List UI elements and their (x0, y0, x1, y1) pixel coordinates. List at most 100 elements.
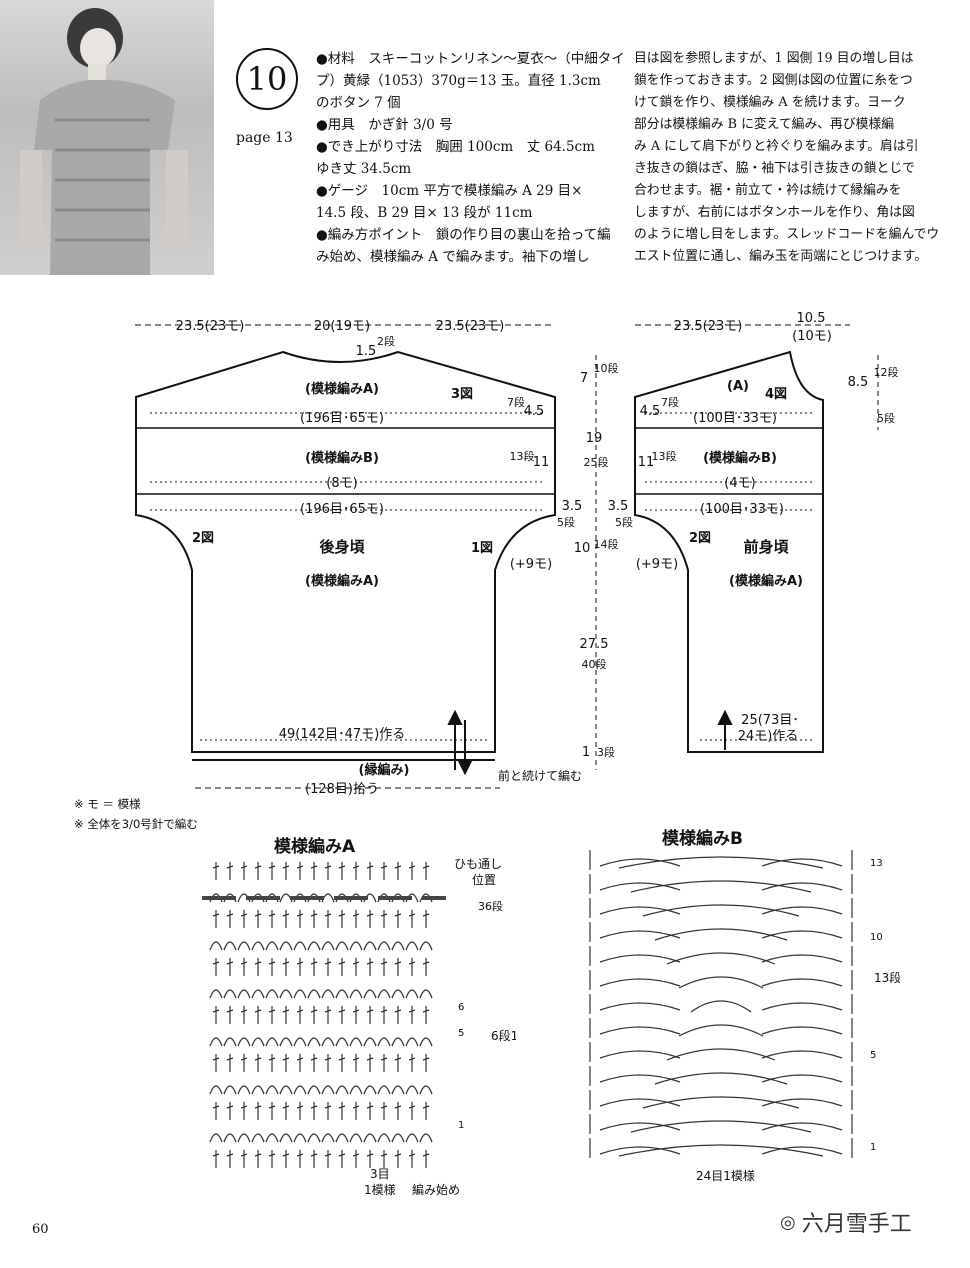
text-line: ●材料 スキーコットンリネン～夏衣～（中細タイ (316, 51, 625, 67)
back-yoke-b-rows: 13段 (510, 449, 535, 463)
stitch-symbol (310, 1150, 318, 1168)
stitch-symbol (212, 1150, 220, 1168)
chart-b-repeat-rows: 13段1模様 (874, 970, 900, 985)
back-title: 後身頃 (318, 538, 365, 556)
dim-27-5-rows: 40段 (582, 657, 607, 671)
back-fig3: 3図 (451, 387, 473, 402)
text-line: 鎖を作っておきます。2 図側は図の位置に糸をつ (634, 73, 913, 88)
stitch-symbol (394, 910, 402, 928)
stitch-symbol (419, 1037, 433, 1047)
stitch-symbol (338, 1006, 346, 1024)
text-line: プ）黄緑（1053）370g＝13 玉。直径 1.3cm (316, 73, 601, 89)
stitch-symbol (408, 1150, 416, 1168)
dim-27-5: 27.5 (580, 637, 609, 652)
stitch-symbol (296, 862, 304, 880)
stitch-symbol (394, 1102, 402, 1120)
stitch-symbol (335, 1037, 349, 1047)
stitch-symbol (349, 1133, 363, 1143)
stitch-symbol (209, 1085, 223, 1095)
stitch-symbol (223, 1085, 237, 1095)
dim-3-5: 3.5 (562, 499, 583, 514)
stitch-symbol (599, 1074, 843, 1083)
dim-3-5-rows: 5段 (557, 515, 575, 529)
stitch-symbol (352, 1102, 360, 1120)
stitch-symbol (307, 1133, 321, 1143)
stitch-symbol (589, 1138, 853, 1158)
stitch-symbol (268, 862, 276, 880)
stitch-symbol (240, 958, 248, 976)
front-pattern-a: (A) (727, 379, 749, 394)
front-four-mo: (4モ) (724, 476, 755, 491)
stitch-symbol (307, 941, 321, 951)
stitch-symbol (265, 989, 279, 999)
front-title: 前身頃 (743, 538, 789, 556)
stitch-symbol (599, 1026, 843, 1035)
stitch-symbol (405, 941, 419, 951)
back-shoulder-cm: 4.5 (524, 404, 545, 419)
text-line: 合わせます。裾・前立て・衿は続けて縁編みを (634, 183, 902, 198)
text-line: ●編み方ポイント 鎖の作り目の裏山を拾って編 (316, 227, 611, 243)
stitch-symbol (391, 989, 405, 999)
stitch-symbol (310, 862, 318, 880)
stitch-symbol (391, 1037, 405, 1047)
stitch-symbol (599, 954, 843, 963)
note-2: ※ 全体を3/0号針で編む (74, 817, 198, 831)
stitch-symbol (282, 1054, 290, 1072)
stitch-symbol (212, 958, 220, 976)
stitch-symbol (226, 1150, 234, 1168)
dim-1: 1 (582, 745, 590, 760)
stitch-symbol (419, 1133, 433, 1143)
front-top-right-mo: (10モ) (792, 329, 832, 344)
stitch-symbol (296, 958, 304, 976)
back-fig2: 2図 (192, 531, 214, 546)
front-neck-cm: 8.5 (848, 375, 869, 390)
stitch-symbol (419, 1085, 433, 1095)
stitch-symbol (690, 1000, 752, 1013)
back-hem-count: 49(142目･47モ)作る (279, 727, 406, 742)
text-line: き抜きの鎖はぎ、脇・袖下は引き抜きの鎖とじで (634, 161, 915, 176)
stitch-symbol (352, 1054, 360, 1072)
stitch-symbol (422, 1054, 430, 1072)
stitch-symbol (394, 958, 402, 976)
stitch-symbol (268, 1102, 276, 1120)
dim-10-rows: 14段 (594, 537, 619, 551)
text-line: ●ゲージ 10cm 平方で模様編み A 29 目× (316, 183, 583, 199)
stitch-symbol (293, 941, 307, 951)
stitch-symbol (380, 862, 388, 880)
stitch-symbol (394, 1006, 402, 1024)
stitch-symbol (363, 1085, 377, 1095)
stitch-symbol (599, 930, 843, 939)
back-yoke-b: (模様編みB) (305, 450, 379, 466)
stitch-symbol (654, 1072, 788, 1085)
front-dim-3-5-rows: 5段 (615, 515, 633, 529)
stitch-symbol (666, 952, 776, 965)
page-reference: page 13 (236, 130, 293, 146)
stitch-symbol (282, 1102, 290, 1120)
stitch-symbol (293, 989, 307, 999)
stitch-symbol (212, 1006, 220, 1024)
pattern-number: 10 (236, 48, 298, 110)
stitch-symbol (366, 1102, 374, 1120)
watermark-text: 六月雪手工 (801, 1212, 912, 1237)
stitch-symbol (391, 941, 405, 951)
stitch-symbol (366, 862, 374, 880)
stitch-symbol (642, 1096, 800, 1109)
stitch-symbol (405, 1085, 419, 1095)
back-rows-bottom: (196目･65モ) (300, 502, 384, 517)
stitch-symbol (678, 976, 764, 989)
model-photo (0, 0, 214, 275)
stitch-symbol (405, 1037, 419, 1047)
text-line: けて鎖を作り、模様編み A を続けます。ヨーク (634, 95, 906, 110)
stitch-symbol (618, 1144, 824, 1157)
stitch-symbol (377, 989, 391, 999)
chart-b-title: 模様編みB (662, 829, 743, 849)
chart-b-row-5: 5 (870, 1050, 876, 1061)
stitch-symbol (321, 941, 335, 951)
stitch-symbol (321, 1085, 335, 1095)
stitch-symbol (380, 1102, 388, 1120)
stitch-symbol (324, 1054, 332, 1072)
stitch-symbol (254, 1150, 262, 1168)
stitch-symbol (654, 928, 788, 941)
stitch-symbol (394, 1150, 402, 1168)
stitch-symbol (589, 946, 853, 966)
